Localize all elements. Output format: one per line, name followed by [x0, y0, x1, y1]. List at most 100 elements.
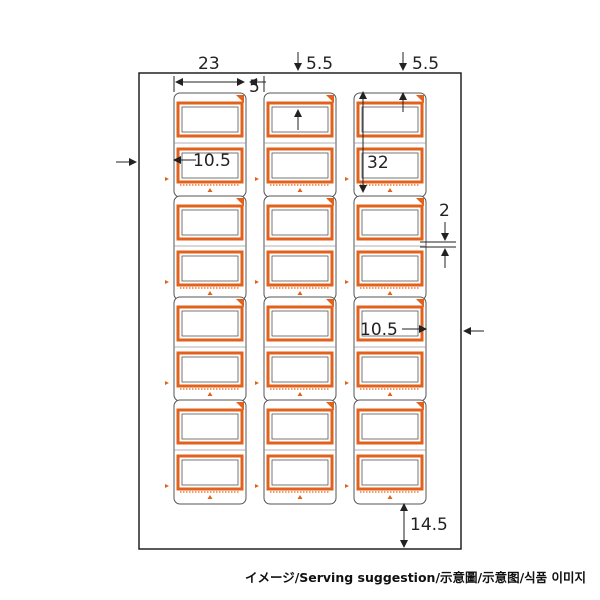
side-mark [255, 484, 259, 488]
left-offset-text: 10.5 [193, 151, 231, 171]
corner-mark [326, 299, 334, 307]
label-frame-top [176, 408, 244, 445]
corner-mark [326, 198, 334, 206]
tag [165, 296, 247, 402]
center-mark [297, 495, 303, 499]
tag [345, 92, 427, 198]
corner-mark [416, 402, 424, 410]
caption: イメージ/Serving suggestion/示意圖/示意图/식품 이미지 [245, 570, 586, 585]
label-inner-top [361, 106, 419, 133]
label-frame-bottom [356, 147, 424, 184]
label-frame-top [356, 101, 424, 138]
label-inner-top [271, 413, 329, 440]
corner-mark [416, 299, 424, 307]
label-frame-top [266, 101, 334, 138]
label-inner-bottom [181, 255, 239, 282]
label-inner-bottom [181, 356, 239, 383]
label-frame-bottom [176, 147, 244, 184]
label-inner-top [181, 106, 239, 133]
center-mark [387, 291, 393, 295]
label-frame-bottom [266, 351, 334, 388]
label-frame-bottom [356, 351, 424, 388]
side-mark [345, 484, 349, 488]
center-mark [387, 188, 393, 192]
label-inner-top [181, 413, 239, 440]
label-inner-bottom [271, 152, 329, 179]
label-frame-top [176, 204, 244, 241]
corner-mark [326, 95, 334, 103]
label-inner-top [271, 310, 329, 337]
label-frame-top [176, 101, 244, 138]
tag [165, 195, 247, 301]
tag [165, 92, 247, 198]
center-mark [207, 392, 213, 396]
label-inner-bottom [181, 459, 239, 486]
label-inner-bottom [271, 356, 329, 383]
side-mark [255, 280, 259, 284]
label-frame-bottom [356, 454, 424, 491]
label-grid [165, 92, 427, 505]
label-inner-top [181, 310, 239, 337]
center-mark [297, 188, 303, 192]
tag [255, 399, 337, 505]
label-frame-bottom [176, 250, 244, 287]
center-mark [207, 188, 213, 192]
label-inner-bottom [271, 459, 329, 486]
corner-mark [236, 299, 244, 307]
center-mark [207, 291, 213, 295]
center-mark [387, 392, 393, 396]
label-frame-top [266, 204, 334, 241]
side-mark [255, 177, 259, 181]
label-inner-top [271, 106, 329, 133]
label-frame-bottom [266, 250, 334, 287]
label-inner-bottom [361, 152, 419, 179]
side-mark [165, 381, 169, 385]
corner-mark [236, 402, 244, 410]
label-width-text: 23 [198, 54, 220, 74]
bottom-margin-text: 14.5 [410, 515, 448, 535]
label-inner-top [271, 209, 329, 236]
label-height-text: 32 [367, 153, 389, 173]
tag [165, 399, 247, 505]
label-frame-top [266, 408, 334, 445]
label-inner-bottom [361, 356, 419, 383]
label-frame-bottom [356, 250, 424, 287]
label-inner-bottom [361, 255, 419, 282]
label-frame-top [356, 204, 424, 241]
tag [255, 296, 337, 402]
top-margin-left-text: 5.5 [306, 54, 333, 74]
corner-mark [326, 402, 334, 410]
right-offset-text: 10.5 [360, 320, 398, 340]
center-mark [387, 495, 393, 499]
corner-mark [416, 95, 424, 103]
label-inner-top [361, 310, 419, 337]
corner-mark [236, 198, 244, 206]
side-mark [165, 484, 169, 488]
label-frame-top [176, 305, 244, 342]
label-frame-top [356, 408, 424, 445]
corner-mark [236, 95, 244, 103]
label-inner-bottom [271, 255, 329, 282]
sheet-outline [138, 72, 462, 550]
label-frame-top [356, 305, 424, 342]
column-gap-text: 5 [249, 77, 260, 97]
side-mark [345, 177, 349, 181]
row-gap-text: 2 [439, 201, 450, 221]
side-mark [345, 280, 349, 284]
label-frame-bottom [266, 147, 334, 184]
side-mark [165, 177, 169, 181]
label-frame-bottom [176, 351, 244, 388]
center-mark [297, 392, 303, 396]
tag [255, 92, 337, 198]
label-frame-bottom [176, 454, 244, 491]
label-inner-top [361, 413, 419, 440]
tag [345, 399, 427, 505]
dimension-lines [116, 52, 484, 548]
label-inner-top [181, 209, 239, 236]
side-mark [255, 381, 259, 385]
top-margin-right-text: 5.5 [412, 54, 439, 74]
label-inner-bottom [181, 152, 239, 179]
corner-mark [416, 198, 424, 206]
tag [345, 296, 427, 402]
